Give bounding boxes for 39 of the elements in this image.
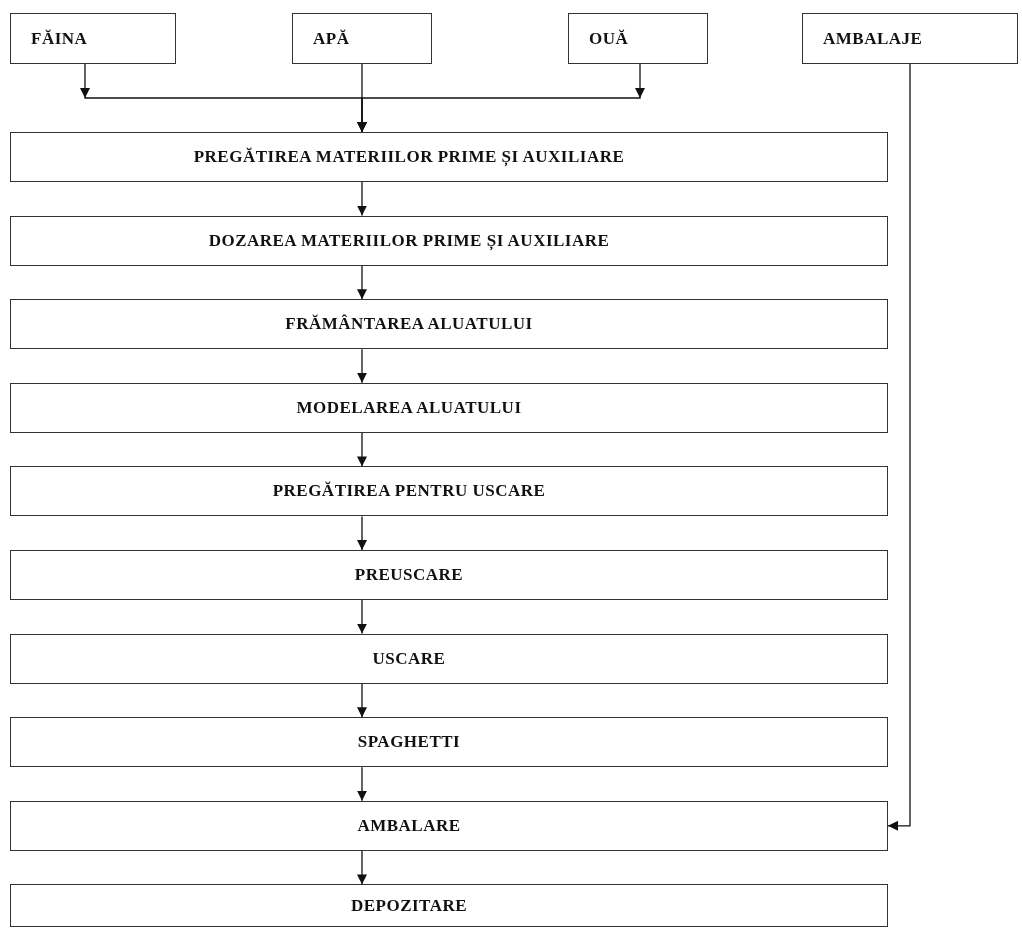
- process-box: [10, 466, 888, 517]
- process-box: [10, 550, 888, 600]
- process-box: [10, 800, 888, 851]
- box-label: PREUSCARE: [354, 565, 464, 585]
- arrow: [357, 515, 367, 551]
- box-label: PREGĂTIREA PENTRU USCARE: [272, 481, 546, 502]
- box-label: FRĂMÂNTAREA ALUATULUI: [285, 314, 533, 335]
- box-label: MODELAREA ALUATULUI: [296, 397, 522, 418]
- box-label: AMBALARE: [357, 815, 461, 836]
- arrow: [357, 766, 367, 802]
- process-box: [10, 633, 888, 684]
- process-box: [10, 299, 888, 350]
- arrow: [357, 63, 645, 133]
- arrow: [357, 348, 367, 384]
- box-label: USCARE: [372, 648, 446, 669]
- process-box: [10, 215, 888, 266]
- box-label: DEPOZITARE: [350, 895, 468, 916]
- box-label: FĂINA: [31, 28, 88, 49]
- box-label: DOZAREA MATERIILOR PRIME ȘI AUXILIARE: [208, 230, 610, 251]
- box-label: OUĂ: [589, 28, 629, 49]
- arrow: [357, 432, 367, 468]
- process-box: [10, 132, 888, 182]
- process-box: [10, 717, 888, 768]
- arrow: [357, 181, 367, 217]
- process-box: [568, 13, 708, 64]
- process-box: [292, 13, 432, 64]
- arrow: [357, 264, 367, 300]
- box-label: PREGĂTIREA MATERIILOR PRIME ȘI AUXILIARE: [193, 147, 625, 167]
- arrow: [357, 599, 367, 635]
- arrow: [357, 850, 367, 886]
- arrow: [887, 63, 911, 831]
- process-box: [802, 13, 1018, 64]
- arrow: [357, 682, 367, 718]
- box-label: AMBALAJE: [823, 28, 923, 49]
- box-label: APĂ: [313, 28, 350, 49]
- box-label: SPAGHETTI: [357, 732, 461, 753]
- process-box: [10, 13, 176, 64]
- process-box: [10, 884, 888, 927]
- process-box: [10, 382, 888, 433]
